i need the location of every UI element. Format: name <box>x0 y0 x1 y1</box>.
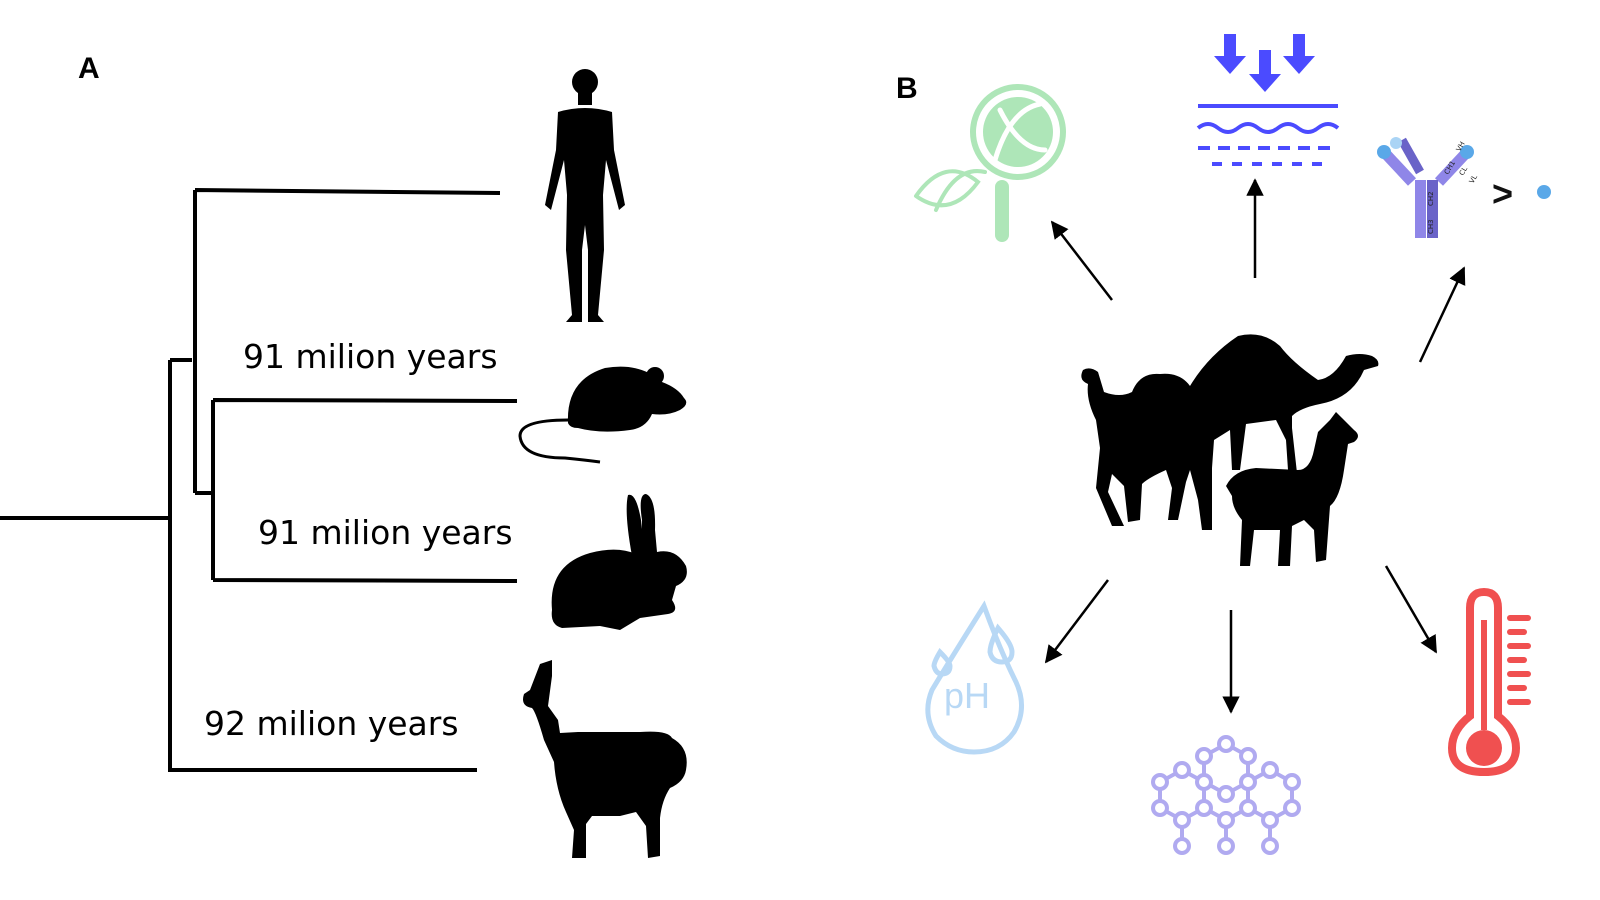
divergence-label: 91 milion years <box>258 513 513 552</box>
arrow-to-ph <box>1044 579 1109 664</box>
dna-magnifier-icon <box>914 84 1066 242</box>
human-icon <box>545 69 625 322</box>
antibody-domain-label: VL <box>1468 173 1479 185</box>
phylogenetic-tree <box>0 188 518 772</box>
arrow-to-thermometer <box>1384 565 1438 654</box>
arrow-to-dna-magnifier <box>1050 220 1113 301</box>
molecular-network-icon <box>1151 735 1301 855</box>
antibody-domain-label: CH3 <box>1427 219 1435 234</box>
tree-node-root <box>168 360 477 772</box>
thermometer-icon <box>1447 587 1531 777</box>
comparison-symbol: > <box>1492 173 1513 214</box>
antibody-domain-label: VH <box>1455 140 1467 153</box>
divergence-label: 92 milion years <box>204 704 459 743</box>
tree-node-upper <box>170 188 501 495</box>
ph-label: pH <box>944 675 990 716</box>
panel-a-letter: A <box>78 52 100 85</box>
nanobody-dot <box>1537 185 1551 199</box>
mouse-icon <box>518 366 687 464</box>
divergence-label: 91 milion years <box>243 337 498 376</box>
rabbit-icon <box>551 494 687 630</box>
panel-b-letter: B <box>896 72 918 105</box>
antibody-domain-label: CL <box>1458 165 1469 177</box>
antibody-domain-label: CH2 <box>1427 191 1435 206</box>
llama-icon <box>523 660 687 858</box>
ph-drop-icon: pH <box>925 600 1024 755</box>
camelid-group-icon <box>1081 334 1379 566</box>
property-arrows <box>1044 178 1466 714</box>
antibody-size-icon: CH3 CH2 CH1 VH VL CL > <box>1377 137 1551 238</box>
membrane-penetration-icon <box>1196 34 1340 166</box>
tree-node-glires <box>211 398 518 583</box>
arrow-to-antibody <box>1418 266 1466 363</box>
